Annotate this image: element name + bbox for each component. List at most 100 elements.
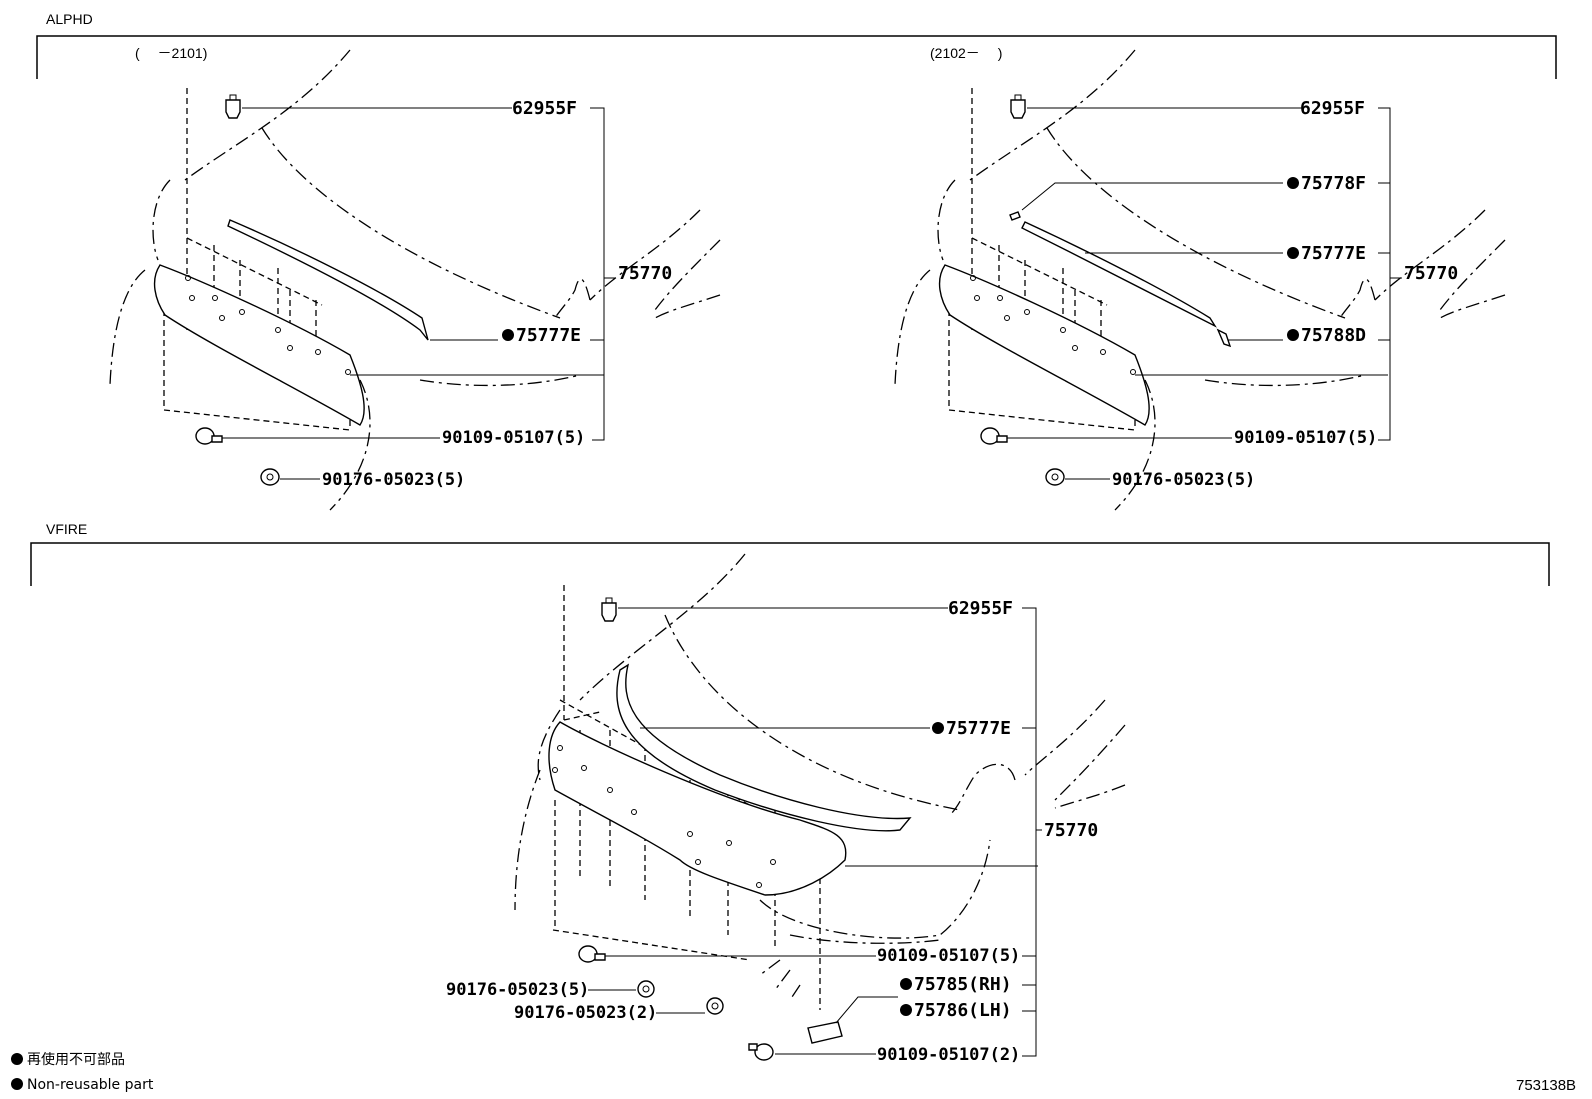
label-75777e: 75777E [1301, 243, 1366, 264]
nonreusable-marker [932, 722, 944, 734]
range-label-late: (2102－ ) [930, 45, 1002, 61]
headlamp-line-3 [654, 294, 721, 319]
screw-icon [195, 427, 223, 445]
assembly-bracket [1022, 607, 1037, 1057]
legend: 再使用不可部品 Non-reusable part [11, 1051, 154, 1093]
nonreusable-marker [502, 329, 514, 341]
section-bracket-vfire [30, 542, 1550, 586]
leader-side [835, 996, 898, 1024]
fender-line [937, 179, 956, 261]
label-75778f: 75778F [1301, 173, 1366, 194]
side-garnish-icon [807, 1021, 843, 1044]
section-bracket-alphd [36, 35, 1557, 79]
molding-end-upper [1009, 211, 1021, 221]
clip-icon [601, 597, 617, 622]
nonreusable-marker [11, 1078, 23, 1090]
label-screw2: 90109-05107(2) [877, 1045, 1020, 1065]
label-nut2: 90176-05023(2) [514, 1003, 657, 1023]
molding-strip [227, 219, 429, 341]
vehicle-outline [579, 553, 746, 701]
nonreusable-marker [900, 1004, 912, 1016]
view-alphd-late: (2102－ ) [894, 45, 1506, 511]
label-75770: 75770 [618, 263, 672, 284]
label-nut: 90176-05023(5) [322, 470, 465, 490]
assembly-bracket [590, 107, 605, 441]
label-75770: 75770 [1044, 820, 1098, 841]
label-75788d: 75788D [1301, 325, 1366, 346]
bumper-line [759, 839, 991, 939]
assembly-bracket-ticks [590, 277, 616, 341]
nonreusable-marker [1287, 177, 1299, 189]
label-75786lh: 75786(LH) [914, 1000, 1012, 1021]
section-vfire: VFIRE [30, 521, 1550, 1065]
label-nut5: 90176-05023(5) [446, 980, 589, 1000]
lower-lines [759, 959, 801, 1001]
screw-icon [980, 427, 1008, 445]
garnish-panel [938, 264, 1150, 426]
range-label-early: ( －2101) [135, 45, 207, 61]
label-nut: 90176-05023(5) [1112, 470, 1255, 490]
panel-holes [552, 745, 776, 888]
label-75777e: 75777E [946, 718, 1011, 739]
grille-line [419, 374, 581, 387]
lamp-edge [554, 278, 591, 319]
nonreusable-marker [1287, 247, 1299, 259]
fender-line-lower [894, 269, 931, 386]
screw-icon [748, 1043, 774, 1061]
assembly-bracket-ticks [1022, 727, 1042, 1012]
assembly-bracket-ticks [1378, 182, 1402, 341]
label-75770: 75770 [1404, 263, 1458, 284]
label-screw: 90109-05107(5) [877, 946, 1020, 966]
nonreusable-marker [900, 978, 912, 990]
fender-line-lower [514, 769, 541, 911]
label-screw: 90109-05107(5) [1234, 428, 1377, 448]
molding-strip [1021, 221, 1217, 328]
vehicle-outline [184, 49, 351, 181]
bumper-line [1114, 379, 1156, 511]
grille-line [1204, 374, 1366, 387]
hood-line [664, 614, 961, 811]
leader-molding-upper [1021, 182, 1283, 211]
molding-end-lower [1216, 328, 1232, 348]
label-75785rh: 75785(RH) [914, 974, 1012, 995]
lamp-edge [1339, 278, 1376, 319]
section-title-vfire: VFIRE [46, 521, 87, 537]
bumper-line [329, 379, 371, 511]
mount-guide [552, 585, 751, 961]
assembly-bracket [1378, 107, 1391, 441]
hood-line [261, 127, 561, 319]
garnish-panel [153, 264, 365, 426]
headlamp-line-3 [1054, 784, 1126, 809]
label-62955f: 62955F [512, 98, 577, 119]
label-screw: 90109-05107(5) [442, 428, 585, 448]
label-75777e: 75777E [516, 325, 581, 346]
legend-jp: 再使用不可部品 [27, 1051, 125, 1068]
illustration-code: 753138B [1516, 1077, 1576, 1094]
headlamp-line [1024, 699, 1106, 776]
clip-icon [225, 94, 241, 119]
molding-strip [616, 663, 912, 832]
headlamp-line [589, 209, 701, 301]
fender-line [152, 179, 171, 261]
nut-icon [637, 980, 655, 998]
view-alphd-early: ( －2101) [109, 45, 721, 511]
nut-icon [1045, 468, 1065, 486]
fender-line [537, 709, 561, 781]
label-62955f: 62955F [948, 598, 1013, 619]
grille-line [789, 934, 941, 944]
panel-holes [185, 275, 351, 375]
headlamp-line-3 [1439, 294, 1506, 319]
panel-holes [970, 275, 1136, 375]
lamp-edge [949, 763, 1016, 816]
label-62955f: 62955F [1300, 98, 1365, 119]
fender-line-lower [109, 269, 146, 386]
headlamp-line [1374, 209, 1486, 301]
screw-icon [578, 945, 606, 963]
legend-en: Non-reusable part [27, 1077, 154, 1093]
headlamp-line-2 [1439, 239, 1506, 311]
nonreusable-marker [1287, 329, 1299, 341]
section-alphd: ALPHD ( －2101) [36, 11, 1557, 511]
section-title-alphd: ALPHD [46, 11, 93, 27]
nut-icon [706, 997, 724, 1015]
